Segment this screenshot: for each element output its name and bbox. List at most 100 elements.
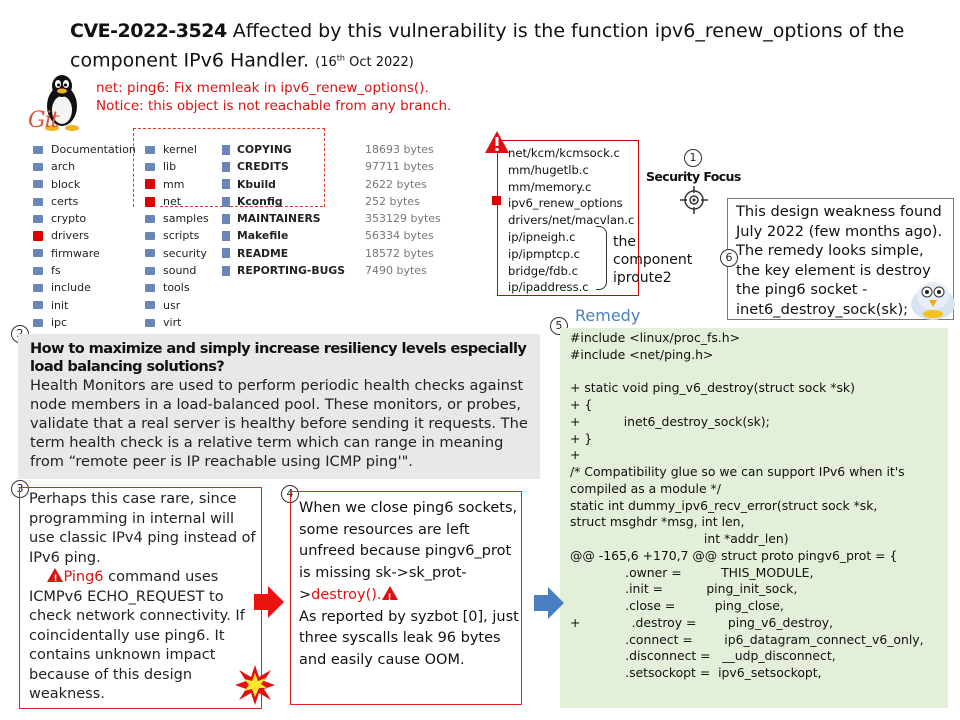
folder-label: include: [51, 281, 91, 295]
crosshair-icon: [680, 186, 708, 214]
folder-item[interactable]: drivers: [33, 227, 136, 244]
file-label: MAINTAINERS: [237, 212, 321, 226]
security-focus-label: Security Focus: [646, 169, 741, 184]
code-line: static int dummy_ipv6_recv_error(struct …: [570, 497, 878, 513]
folder-item[interactable]: virt: [145, 314, 209, 331]
arrow-right-red-icon: [254, 586, 284, 618]
folder-item[interactable]: ipc: [33, 314, 136, 331]
folder-label: samples: [163, 212, 209, 226]
folder-item[interactable]: samples: [145, 210, 209, 227]
folder-icon: [145, 266, 155, 275]
code-line: .owner = THIS_MODULE,: [570, 564, 814, 580]
folder-icon: [145, 232, 155, 241]
section-text: When we close ping6 sockets, some resour…: [299, 500, 518, 603]
cve-id: CVE-2022-3524: [70, 20, 227, 42]
warning-icon: [47, 568, 64, 590]
folder-label: security: [163, 246, 207, 260]
section-text: command uses ICMPv6 ECHO_REQUEST to chec…: [29, 569, 245, 702]
folder-item[interactable]: certs: [33, 193, 136, 210]
commit-line-2: Notice: this object is not reachable fro…: [96, 98, 452, 114]
file-item[interactable]: Kbuild: [222, 176, 345, 193]
folder-item[interactable]: security: [145, 245, 209, 262]
folder-item[interactable]: lib: [145, 158, 209, 175]
folder-label: lib: [163, 160, 177, 174]
file-icon: [222, 161, 230, 172]
step-number-6: 6: [720, 249, 738, 267]
file-label: COPYING: [237, 143, 292, 156]
folder-icon: [145, 196, 155, 207]
folder-label: net: [163, 194, 182, 208]
folder-item[interactable]: block: [33, 176, 136, 193]
title-text: Affected by this vulnerability is the fu…: [70, 20, 905, 72]
folder-item[interactable]: fs: [33, 262, 136, 279]
file-item[interactable]: Kconfig: [222, 193, 345, 210]
code-line: [570, 364, 948, 381]
path-item: bridge/fdb.c: [508, 263, 578, 278]
folder-icon: [145, 249, 155, 258]
folder-icon: [145, 162, 155, 171]
file-item[interactable]: Makefile: [222, 227, 345, 244]
folder-item[interactable]: tools: [145, 279, 209, 296]
ping6-label: Ping6: [63, 569, 104, 585]
code-line: .connect = ip6_datagram_connect_v6_only,: [570, 631, 924, 647]
code-line: @@ -165,6 +170,7 @@ struct proto pingv6_…: [570, 547, 898, 563]
explosion-icon: [235, 665, 275, 705]
tux-penguin-icon: [45, 75, 79, 131]
code-line: + {: [570, 397, 593, 412]
code-line: struct msghdr *msg, int len,: [570, 514, 745, 530]
folder-icon: [145, 318, 155, 327]
folder-item[interactable]: usr: [145, 297, 209, 314]
folder-item[interactable]: Documentation: [33, 141, 136, 158]
section-body: Health Monitors are used to perform peri…: [30, 377, 528, 470]
file-size: 2622 bytes: [365, 177, 427, 191]
folder-icon: [145, 179, 155, 190]
file-size: 18693 bytes: [365, 143, 434, 156]
file-item[interactable]: README: [222, 245, 345, 262]
commit-message: net: ping6: Fix memleak in ipv6_renew_op…: [96, 79, 451, 115]
component-label: the component iproute2: [613, 234, 693, 286]
folder-item[interactable]: arch: [33, 158, 136, 175]
folder-icon: [33, 197, 43, 206]
folder-icon: [145, 284, 155, 293]
slide-title: CVE-2022-3524 Affected by this vulnerabi…: [70, 18, 950, 76]
file-icon: [222, 248, 230, 259]
file-icon: [222, 231, 230, 242]
code-line: + .destroy = ping_v6_destroy,: [570, 614, 833, 630]
folder-label: tools: [163, 281, 190, 295]
step-number-3: 3: [11, 480, 29, 498]
folder-item[interactable]: init: [33, 297, 136, 314]
file-item[interactable]: REPORTING-BUGS: [222, 262, 345, 279]
file-item[interactable]: MAINTAINERS: [222, 210, 345, 227]
file-size: 56334 bytes: [365, 229, 434, 243]
dashed-highlight-bottom: [160, 206, 323, 207]
folder-item[interactable]: kernel: [145, 141, 209, 158]
folder-label: ipc: [51, 315, 68, 329]
folder-icon: [33, 214, 43, 223]
folder-label: Documentation: [51, 143, 136, 156]
folder-icon: [33, 266, 43, 275]
folder-icon: [33, 318, 43, 327]
folder-item[interactable]: crypto: [33, 210, 136, 227]
folder-item[interactable]: include: [33, 279, 136, 296]
folder-item[interactable]: scripts: [145, 227, 209, 244]
code-line: .disconnect = __udp_disconnect,: [570, 648, 836, 664]
folder-icon: [33, 284, 43, 293]
folder-item[interactable]: sound: [145, 262, 209, 279]
folder-item[interactable]: net: [145, 193, 209, 210]
folder-item[interactable]: mm: [145, 176, 209, 193]
file-item[interactable]: CREDITS: [222, 158, 345, 175]
folder-item[interactable]: firmware: [33, 245, 136, 262]
code-line: + }: [570, 430, 593, 446]
step-number-1: 1: [684, 149, 702, 167]
warning-icon: [485, 131, 509, 153]
file-size: 18572 bytes: [365, 246, 434, 260]
section-text: Perhaps this case rare, since programmin…: [29, 491, 256, 566]
file-icon: [222, 179, 230, 190]
code-line: #include <net/ping.h>: [570, 346, 714, 362]
file-item[interactable]: COPYING: [222, 141, 345, 158]
folder-icon: [33, 231, 43, 242]
code-line: .init = ping_init_sock,: [570, 581, 798, 597]
